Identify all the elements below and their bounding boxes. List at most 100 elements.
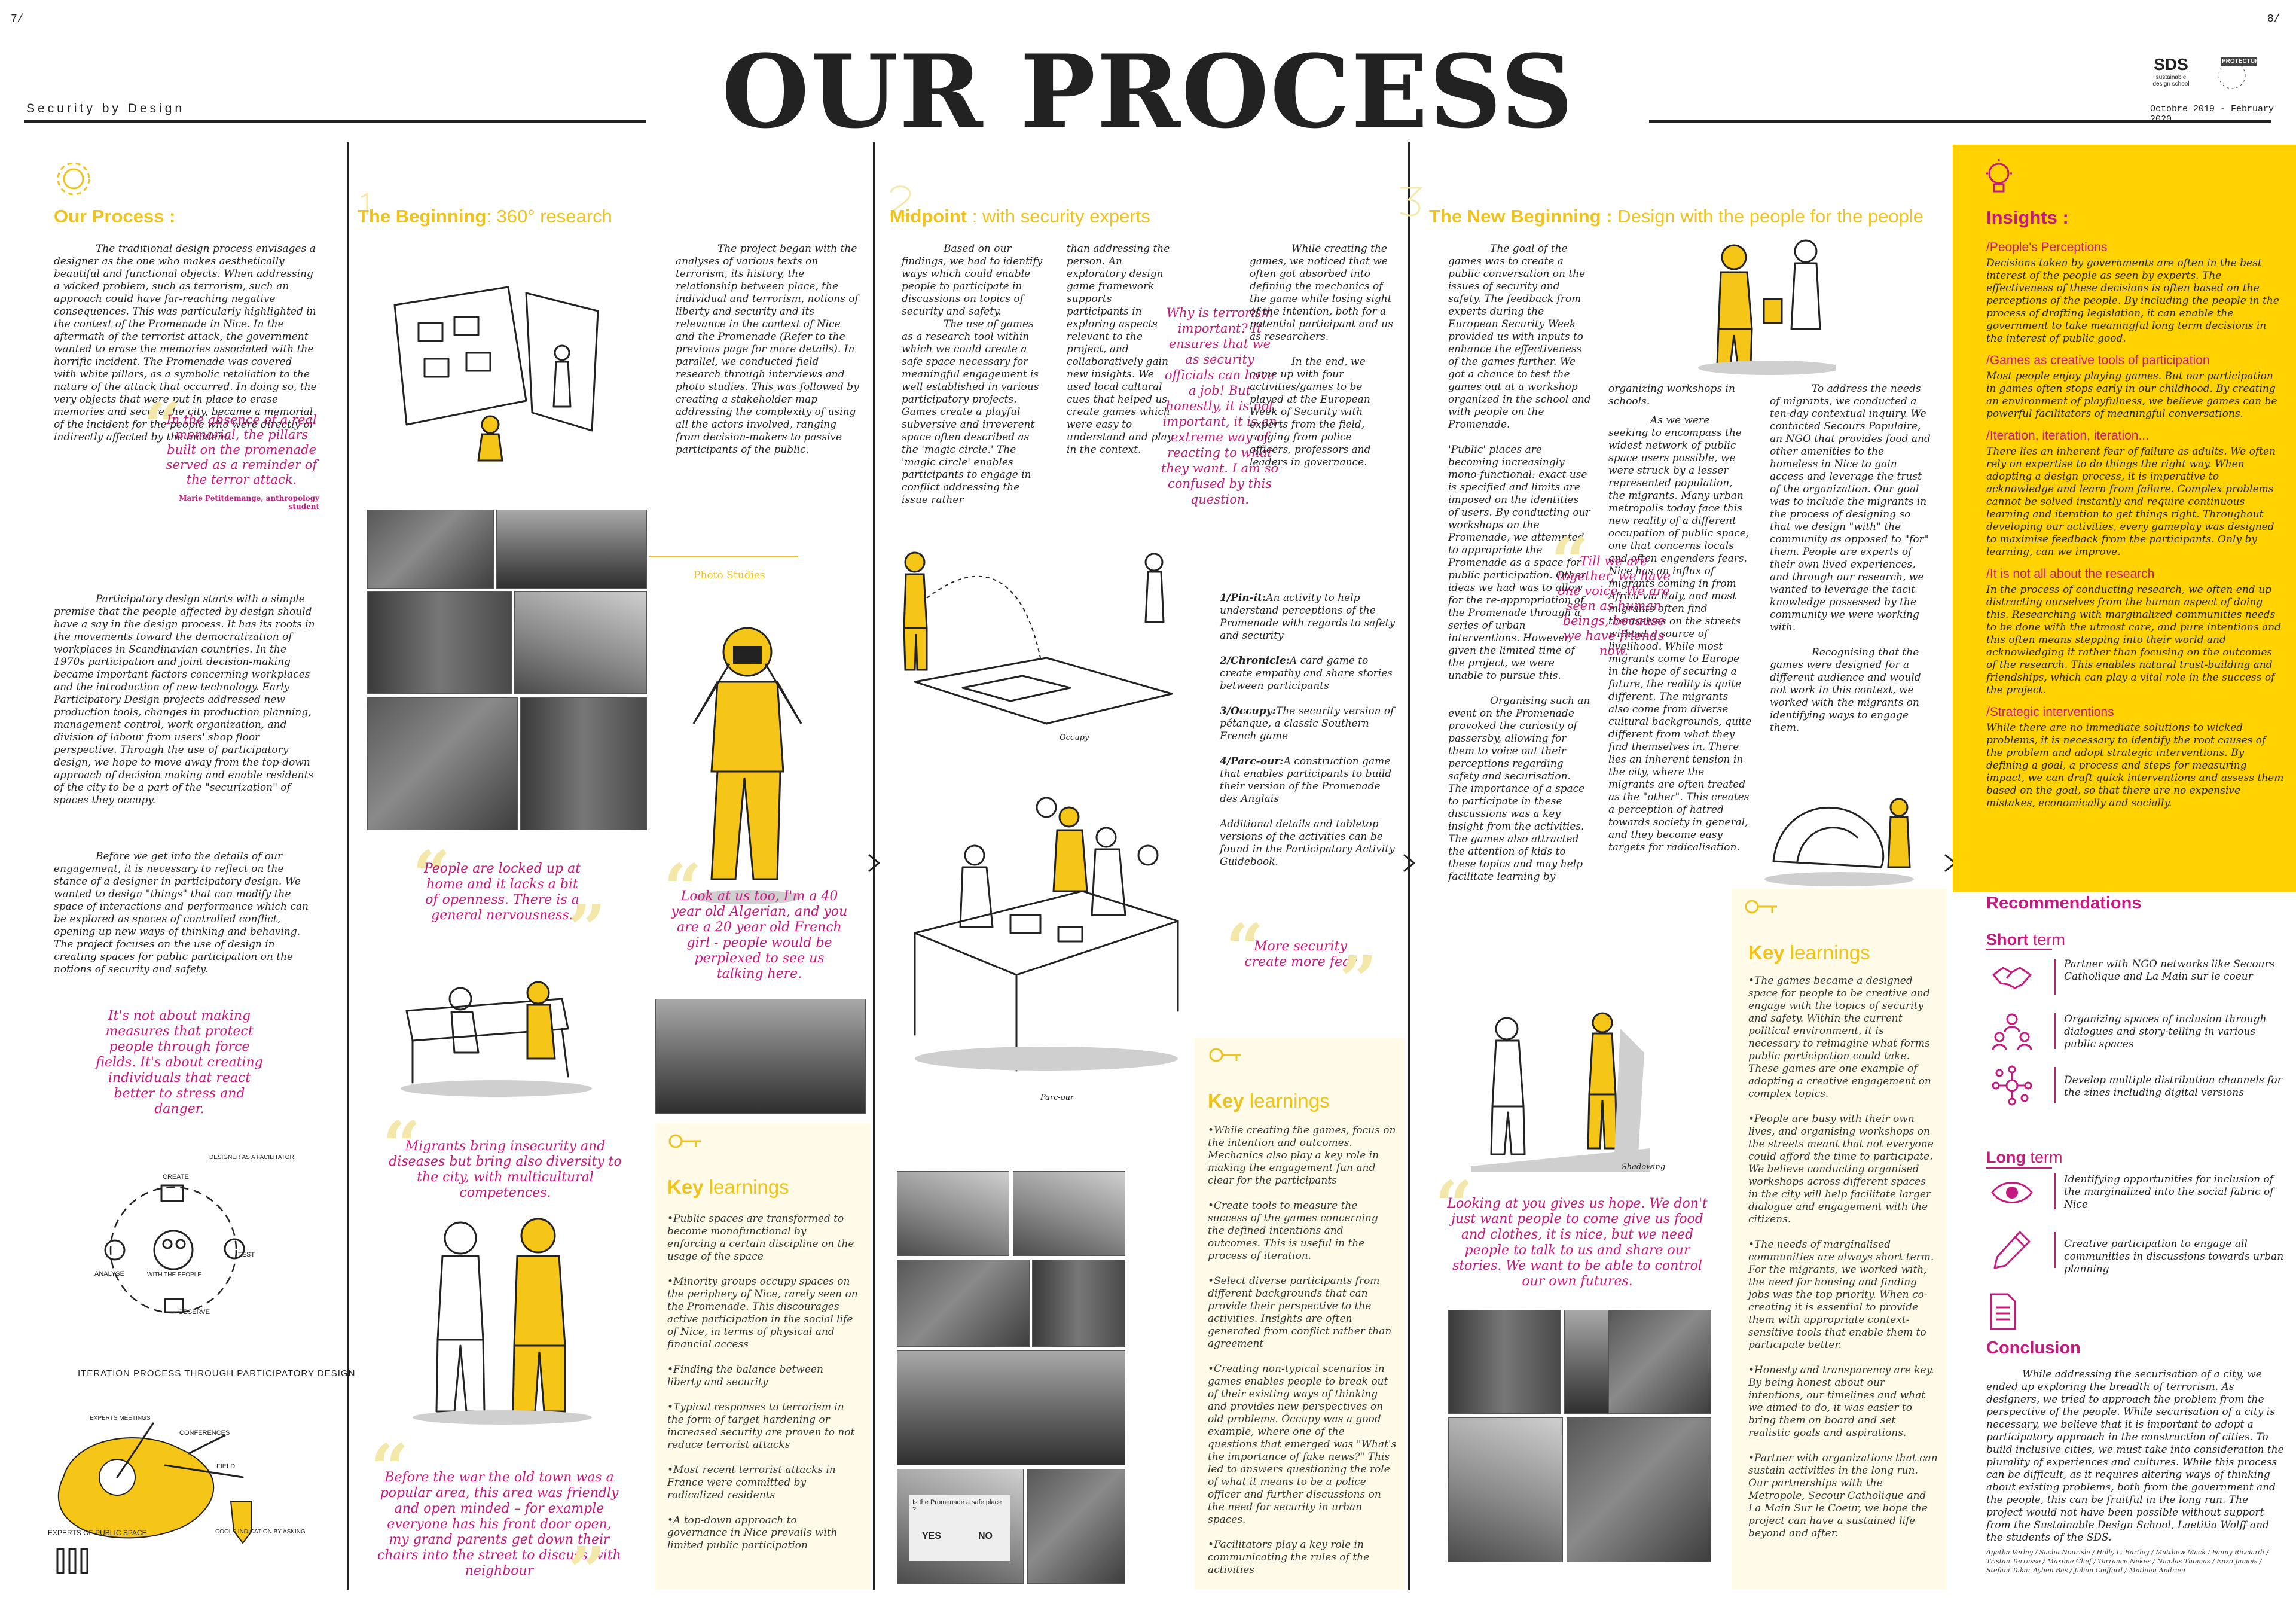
research-wall-illustration: [393, 286, 599, 462]
photo-migrant-5: [1567, 1417, 1711, 1562]
insights-title: Insights :: [1986, 207, 2069, 228]
cycle-label-analyse: ANALYSE: [94, 1270, 124, 1278]
col4-para-3: Organising such an event on the Promenad…: [1448, 695, 1590, 883]
col4-kl-item: •Honesty and transparency are key. By be…: [1748, 1364, 1934, 1439]
col4-text-c: To address the needs of migrants, we con…: [1770, 383, 1931, 747]
quote-old-town: Before the war the old town was a popula…: [377, 1470, 621, 1578]
quote-gives-us-hope: Looking at you gives us hope. We don't j…: [1447, 1196, 1708, 1289]
activity-chronicle-text: A card game to create empathy and share …: [1220, 655, 1393, 692]
eu-stars-icon: [2218, 57, 2257, 89]
col1-title: Our Process :: [54, 206, 176, 227]
col4-kl-item: •Partner with organizations that can sus…: [1748, 1452, 1938, 1539]
short-term-a: Short: [1986, 931, 2029, 949]
col3-kl-item: •Facilitators play a key role in communi…: [1208, 1539, 1370, 1576]
col4-kl-title: Key learnings: [1748, 941, 1870, 964]
rec-short-3: Develop multiple distribution channels f…: [2064, 1074, 2282, 1099]
photo-migrant-4: [1448, 1417, 1563, 1562]
col3-title-main: Midpoint: [890, 206, 967, 227]
col4-kl-list: •The games became a designed space for p…: [1748, 975, 1938, 1553]
quote-algerian: Look at us too, I'm a 40 year old Algeri…: [671, 889, 848, 981]
photo-crowd: [514, 591, 647, 694]
long-term-rule: [1986, 1167, 2052, 1169]
two-men-illustration: [413, 1218, 592, 1425]
photo-workshop-1: [897, 1260, 1030, 1347]
activity-chronicle-name: 2/Chronicle:: [1220, 655, 1290, 667]
project-name: Security by Design: [26, 102, 185, 115]
quote-open-icon-6: “: [1226, 909, 1264, 986]
rec-bar: [2054, 1013, 2056, 1049]
col2-kl-item: •Most recent terrorist attacks in France…: [667, 1464, 836, 1501]
col2-kl-title: Key learnings: [667, 1176, 789, 1199]
quote-pillars-author: Marie Petitdemange, anthropology student: [179, 494, 319, 511]
rec-bar: [2054, 1067, 2056, 1103]
col4-para-5: As we were seeking to encompass the wide…: [1608, 414, 1752, 853]
divider-arrow-1-icon: [868, 854, 880, 872]
photo-cards-table: [897, 1171, 1009, 1256]
parc-our-caption: Parc-our: [1040, 1093, 1074, 1102]
header-rule-right: [1649, 120, 2271, 123]
quote-open-icon-3: “: [664, 849, 702, 926]
short-term-b: term: [2033, 931, 2066, 949]
rec-short-1: Partner with NGO networks like Secours C…: [2064, 958, 2275, 983]
photo-workshop-2: [1032, 1260, 1125, 1347]
quote-pillars: In the absence of a real memorial, the p…: [166, 413, 317, 487]
col4-kl-item: •People are busy with their own lives, a…: [1748, 1113, 1934, 1225]
col3-activities: 1/Pin-it:An activity to help understand …: [1220, 592, 1399, 881]
activity-pin-it: 1/Pin-it:An activity to help understand …: [1220, 592, 1399, 642]
long-term-b: term: [2030, 1148, 2063, 1166]
page-number-right: 8/: [2267, 13, 2280, 25]
photographer-illustration: [692, 627, 802, 904]
photo-pillars: [367, 591, 512, 694]
photo-workshop-3: [897, 1350, 1125, 1465]
bench-illustration: [401, 981, 592, 1097]
col4-text-a: The goal of the games was to create a pu…: [1448, 243, 1592, 896]
insight-heading: /Strategic interventions: [1986, 705, 2114, 719]
insight-heading: /It is not all about the research: [1986, 567, 2155, 581]
photo-migrant-1: [1448, 1310, 1561, 1414]
col2-kl-item: •Public spaces are transformed to become…: [667, 1213, 854, 1263]
quote-open-icon-4: “: [383, 1106, 421, 1184]
lightbulb-icon: [1986, 159, 2012, 193]
parc-our-illustration: [914, 797, 1179, 1072]
col2-key-learnings-panel: [655, 1123, 871, 1590]
page-number-left: 7/: [11, 13, 24, 25]
col4-key-learnings-panel: [1732, 889, 1947, 1590]
pencil-icon: [1993, 1231, 2031, 1269]
col1-participatory: Participatory design starts with a simpl…: [54, 593, 317, 833]
activity-chronicle: 2/Chronicle:A card game to create empath…: [1220, 655, 1399, 693]
col3-kl-item: •While creating the games, focus on the …: [1208, 1124, 1396, 1187]
rec-bar: [2054, 959, 2056, 995]
col3-text-c: While creating the games, we noticed tha…: [1250, 243, 1393, 481]
insights-list: /People's Perceptions Decisions taken by…: [1986, 240, 2285, 818]
rec-long-2: Creative participation to engage all com…: [2064, 1238, 2284, 1275]
col4-kl-title-b: learnings: [1790, 941, 1870, 964]
key-icon: [1209, 1048, 1241, 1062]
header-rule-left: [24, 120, 646, 123]
quote-close-icon-6: ”: [1339, 941, 1378, 1019]
col3-kl-title: Key learnings: [1208, 1090, 1330, 1112]
recommendations-title: Recommendations: [1986, 894, 2142, 913]
activity-parc-our: 4/Parc-our:A construction game that enab…: [1220, 755, 1399, 806]
col2-kl-item: •A top-down approach to governance in Ni…: [667, 1514, 838, 1551]
insight-text: There lies an inherent fear of failure a…: [1986, 446, 2276, 558]
col4-para-7: Recognising that the games were designed…: [1770, 647, 1921, 734]
activity-pin-it-text: An activity to help understand perceptio…: [1220, 592, 1396, 642]
col1-stance: Before we get into the details of our en…: [54, 850, 317, 994]
col4-para-2: 'Public' places are becoming increasingl…: [1448, 444, 1590, 682]
tent-illustration: [1764, 798, 1914, 886]
long-term-a: Long: [1986, 1148, 2026, 1166]
number-two-icon: [890, 185, 912, 217]
sds-logo-sub: sustainable design school: [2152, 74, 2190, 87]
iteration-cycle-diagram: [104, 1184, 245, 1314]
key-icon: [668, 1134, 701, 1148]
col3-para-6: Additional details and tabletop versions…: [1220, 818, 1395, 868]
short-term-rule: [1986, 949, 2052, 950]
safe-place-no: NO: [978, 1531, 993, 1541]
project-dates: Octobre 2019 - February 2020: [2150, 104, 2274, 124]
insight-heading: /Games as creative tools of participatio…: [1986, 353, 2210, 367]
col2-kl-item: •Minority groups occupy spaces on the pe…: [667, 1276, 858, 1350]
quote-close-icon-5: ”: [568, 1532, 606, 1609]
sds-logo-text: SDS: [2154, 55, 2188, 74]
col1-para-2: Participatory design starts with a simpl…: [54, 593, 315, 806]
col3-kl-item: •Select diverse participants from differ…: [1208, 1275, 1392, 1350]
